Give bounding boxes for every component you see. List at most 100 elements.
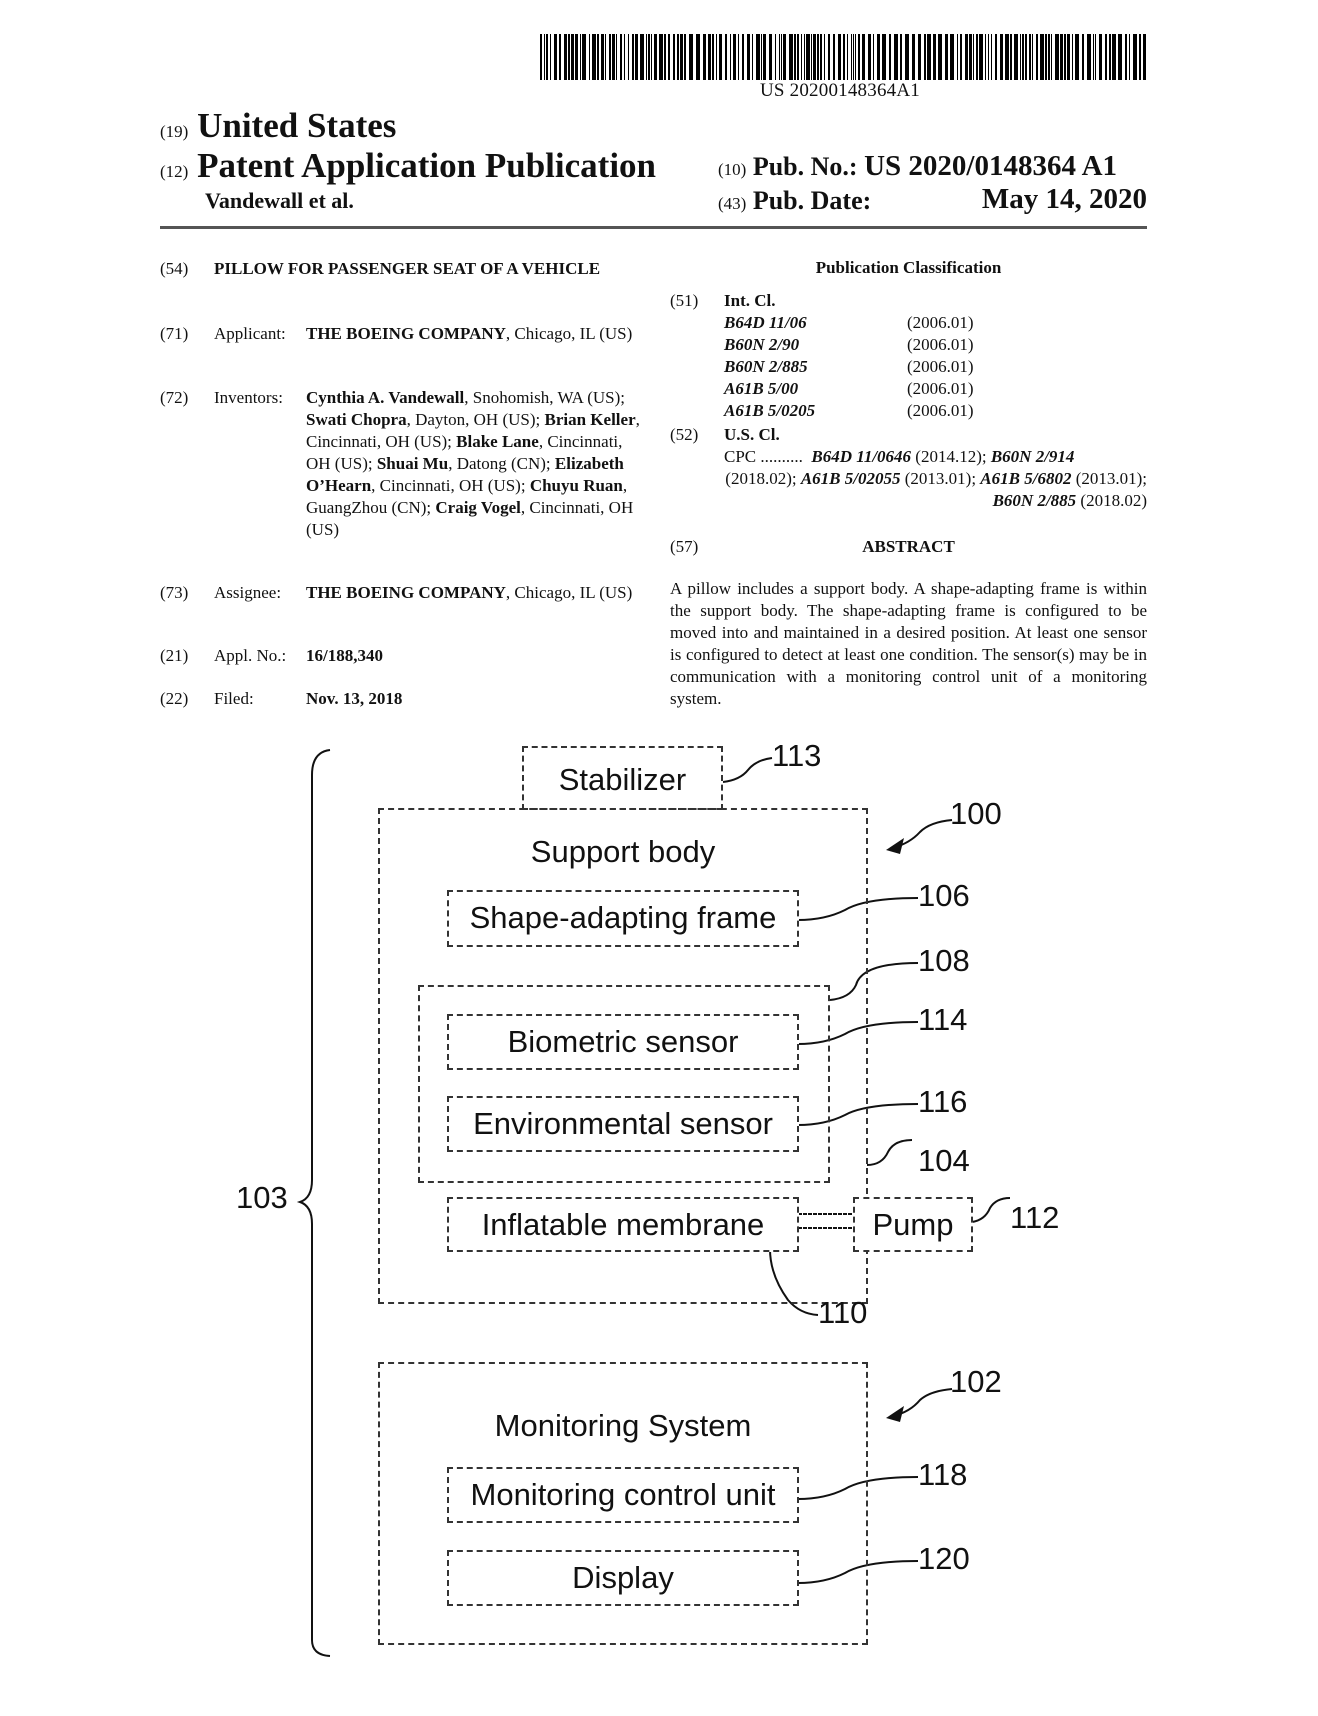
barcode-bar [945,34,948,80]
barcode-bar [797,34,799,80]
publication-date: May 14, 2020 [981,183,1147,215]
class-version: (2006.01) [907,379,974,398]
barcode-bar [605,34,606,80]
leader-100 [892,819,953,849]
barcode-bar [550,34,551,80]
ref-numeral-116: 116 [918,1084,968,1119]
biometric-sensor-label: Biometric sensor [507,1024,739,1059]
inventors-label: Inventors: [214,388,283,407]
publication-number-label: Pub. No.: [752,152,858,181]
inventor-location: , Cincinnati, OH (US); [371,476,530,495]
barcode-bar [597,34,599,80]
barcode-bar [828,34,830,80]
barcode-bar [1095,34,1096,80]
barcode-bar [976,34,978,80]
barcode-bar [789,34,793,80]
barcode-bar [747,34,750,80]
barcode-bar [689,34,693,80]
barcode-bar [703,34,706,80]
leader-112 [971,1197,1011,1223]
us-cl-label: U.S. Cl. [724,425,780,444]
authors: Vandewall et al. [205,188,354,213]
barcode-bar [847,34,848,80]
barcode-bar [601,34,604,80]
barcode-bar [855,34,856,80]
barcode-bar [763,34,766,80]
barcode-bar [1105,34,1107,80]
barcode-bar [838,34,841,80]
class-code: A61B 5/00 [724,379,799,398]
environmental-sensor-block: Environmental sensor [447,1096,799,1152]
country-name: United States [197,106,397,145]
class-code: B60N 2/90 [724,335,800,354]
barcode-bar [851,34,852,80]
barcode-bar [580,34,581,80]
barcode-bar [1067,34,1070,80]
class-code: B64D 11/06 [724,313,807,332]
display-block: Display [447,1550,799,1606]
barcode-bar [719,34,722,80]
environmental-sensor-label: Environmental sensor [473,1106,773,1141]
assignee-location: , Chicago, IL (US) [505,583,633,602]
barcode-bar [1125,34,1127,80]
barcode-bar [582,34,586,80]
barcode-bar [817,34,819,80]
barcode-bar [544,34,545,80]
inventor-location: , Snohomish, WA (US); [464,388,625,407]
barcode-bar [696,34,700,80]
barcode-bar [756,34,760,80]
inid-code: (72) [160,388,189,407]
ref-numeral-114: 114 [918,1002,968,1037]
inid-code: (54) [160,259,189,278]
barcode-bar [589,34,590,80]
arrowhead-100 [886,838,904,854]
barcode-bar [1060,34,1063,80]
barcode-bar [738,34,739,80]
barcode-bar [752,34,753,80]
pump-block: Pump [853,1197,973,1252]
barcode-bar [632,34,634,80]
barcode-bar [575,34,578,80]
barcode-bar [794,34,796,80]
ref-numeral-112: 112 [1010,1200,1060,1235]
barcode-bar [708,34,711,80]
barcode [540,34,1146,80]
barcode-bar [950,34,954,80]
barcode-bar [1087,34,1091,80]
leader-104 [866,1139,913,1166]
barcode-bar [624,34,625,80]
barcode-bar [616,34,617,80]
barcode-bar [1022,34,1024,80]
monitoring-control-unit-block: Monitoring control unit [447,1467,799,1523]
shape-adapting-frame-label: Shape-adapting frame [469,900,777,935]
barcode-bar [1129,34,1130,80]
applicant-name: THE BOEING COMPANY [306,324,506,343]
barcode-bar [938,34,942,80]
barcode-bar [612,34,615,80]
abstract-title: ABSTRACT [862,537,955,556]
cpc-code: B60N 2/885 [992,491,1077,510]
inflatable-membrane-block: Inflatable membrane [447,1197,799,1252]
barcode-bar [882,34,886,80]
barcode-bar [1139,34,1141,80]
support-body-label: Support body [530,834,716,869]
barcode-bar [1020,34,1021,80]
publication-type: Patent Application Publication [197,146,657,185]
cpc-version: (2018.02); [725,469,801,488]
int-cl-label: Int. Cl. [724,291,776,310]
barcode-bar [1014,34,1018,80]
ref-numeral-102: 102 [950,1364,1002,1399]
barcode-bar [568,34,570,80]
barcode-bar [559,34,561,80]
inventor-name: Cynthia A. Vandewall [306,388,465,407]
system-brace [296,749,331,1657]
barcode-bar [960,34,962,80]
pump-label: Pump [872,1207,954,1242]
cpc-version: (2018.02) [1076,491,1147,510]
class-code: A61B 5/0205 [724,401,816,420]
barcode-bar [1075,34,1079,80]
stabilizer-label: Stabilizer [558,762,687,797]
barcode-bar [927,34,931,80]
assignee-label: Assignee: [214,583,282,602]
publication-type-heading: (12) Patent Application Publication [160,146,656,186]
